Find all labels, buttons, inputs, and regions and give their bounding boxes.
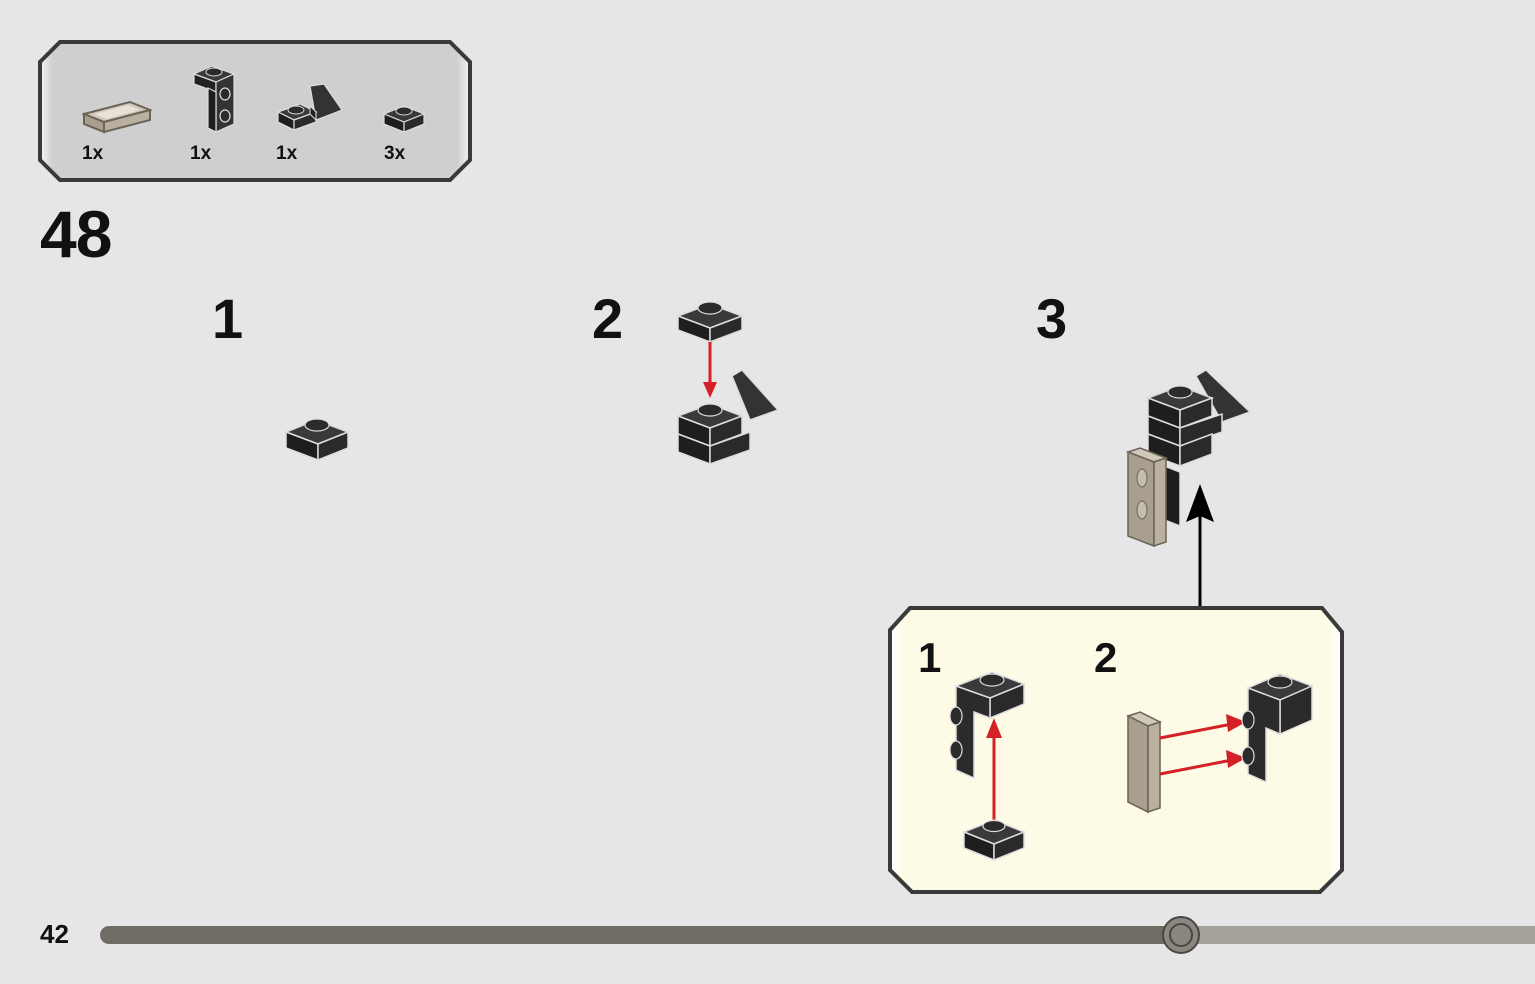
trans-clear-tile-illustration (1126, 711, 1162, 814)
red-arrowhead-icon (1226, 714, 1246, 732)
progress-bar (100, 926, 1535, 944)
parts-list: 1x 1x 1x 3x (38, 40, 472, 182)
plate-1x1-illustration (283, 418, 351, 462)
plate-1x1-black-icon (382, 105, 426, 133)
wedge-bracket-assembly (675, 369, 780, 466)
callout-substep-label: 1 (918, 634, 942, 681)
substep-label: 2 (592, 287, 624, 350)
plate-1x1-illustration (961, 819, 1027, 862)
red-arrowhead-icon (986, 718, 1002, 738)
sub-assembly-callout: 1 2 (888, 606, 1344, 894)
red-arrowhead-icon (1226, 750, 1246, 768)
callout-step-2-illustration (1126, 673, 1314, 814)
part-quantity: 1x (276, 143, 298, 164)
red-arrowhead-icon (703, 382, 717, 398)
red-arrow-icon (1159, 758, 1233, 776)
bracket-1x2-illustration (949, 671, 1027, 780)
callout-step-1-illustration (949, 671, 1027, 862)
substep-3-illustration (1125, 369, 1252, 548)
substep-label: 3 (1036, 287, 1068, 350)
substep-2-illustration (675, 301, 780, 466)
progress-bar-fill (100, 926, 1181, 944)
progress-knob-icon (1162, 916, 1200, 954)
part-quantity: 1x (82, 143, 104, 164)
part-quantity: 1x (190, 143, 212, 164)
plate-1x1-illustration (675, 301, 745, 344)
bracket-1x2-black-icon (192, 65, 236, 133)
callout-substep-label: 2 (1094, 634, 1118, 681)
parts-list-frame (38, 40, 472, 182)
trans-clear-tile-1x2-icon (82, 100, 152, 134)
wedge-bracket-black-icon (276, 83, 343, 131)
black-arrow-icon (1186, 484, 1214, 610)
substep-label: 1 (212, 287, 244, 350)
bracket-1x2-illustration (1241, 673, 1314, 784)
red-arrow-icon (1159, 722, 1233, 740)
step-number: 48 (40, 197, 112, 271)
page-number: 42 (40, 919, 69, 949)
part-quantity: 3x (384, 143, 406, 164)
